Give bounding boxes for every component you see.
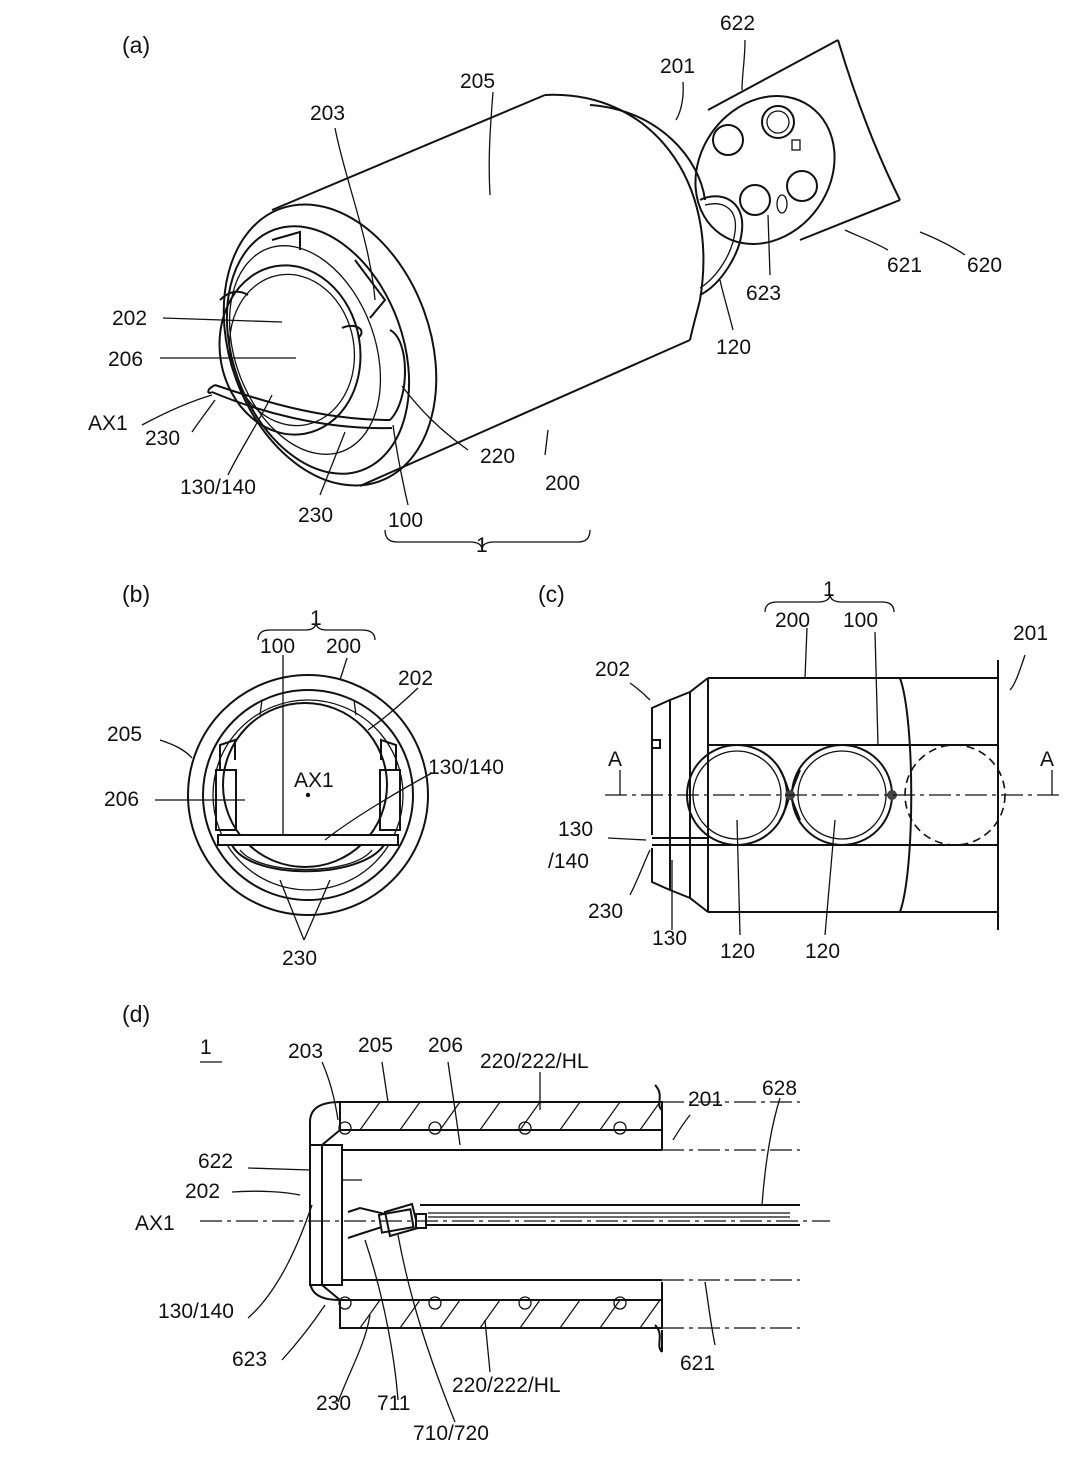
cap-body-a [186,95,742,516]
label-a-200: 200 [545,472,580,495]
panel-c: (c) [538,578,1060,963]
panel-b: (b) 1 [104,581,504,970]
label-c-230: 230 [588,900,623,923]
label-d-130-140: 130/140 [158,1300,234,1323]
label-c-200: 200 [775,609,810,632]
label-a-220: 220 [480,445,515,468]
label-a-230-bottom: 230 [298,504,333,527]
label-a-201: 201 [660,55,695,78]
label-a-205: 205 [460,70,495,93]
label-d-710-720: 710/720 [413,1422,489,1445]
label-a-206: 206 [108,348,143,371]
panel-c-label: (c) [538,581,565,607]
label-c-a-right: A [1040,748,1054,771]
label-a-120: 120 [716,336,751,359]
label-d-220-top: 220/222/HL [480,1050,589,1073]
label-a-203: 203 [310,102,345,125]
label-c-202: 202 [595,658,630,681]
panel-b-label: (b) [122,581,150,607]
label-a-621: 621 [887,254,922,277]
label-a-622: 622 [720,12,755,35]
label-c-1: 1 [823,578,835,601]
label-b-ax1: AX1 [294,769,334,792]
panel-a-label: (a) [122,32,150,58]
label-a-202: 202 [112,307,147,330]
label-b-206: 206 [104,788,139,811]
label-d-ax1: AX1 [135,1212,175,1235]
label-d-623: 623 [232,1348,267,1371]
label-d-205: 205 [358,1034,393,1057]
label-d-230: 230 [316,1392,351,1415]
label-c-120-right: 120 [805,940,840,963]
label-d-203: 203 [288,1040,323,1063]
panel-d: (d) [122,1001,830,1445]
label-b-1: 1 [310,607,322,630]
label-d-628: 628 [762,1077,797,1100]
label-d-206: 206 [428,1034,463,1057]
label-a-130-140: 130/140 [180,476,256,499]
label-c-120-left: 120 [720,940,755,963]
label-b-230: 230 [282,947,317,970]
labels-d: 1 203 205 206 220/222/HL 201 628 622 202… [135,1034,797,1445]
label-b-100: 100 [260,635,295,658]
label-a-100: 100 [388,509,423,532]
leaders-c [608,594,1052,935]
cap-section-view [200,1085,830,1352]
label-d-622: 622 [198,1150,233,1173]
label-d-202: 202 [185,1180,220,1203]
label-c-a-left: A [608,748,622,771]
cap-side-view [605,660,1060,930]
label-c-130: 130 [558,818,593,841]
label-b-205: 205 [107,723,142,746]
label-d-220-bottom: 220/222/HL [452,1374,561,1397]
label-a-230-left: 230 [145,427,180,450]
label-c-100: 100 [843,609,878,632]
label-a-620: 620 [967,254,1002,277]
panel-a: (a) [88,12,1002,557]
label-c-130-bottom: 130 [652,927,687,950]
label-d-621: 621 [680,1352,715,1375]
labels-c: 1 200 100 201 202 A A 130 /140 230 130 1… [548,578,1054,963]
label-d-201: 201 [688,1088,723,1111]
label-c-140: /140 [548,850,589,873]
label-d-1: 1 [200,1036,212,1059]
label-c-201: 201 [1013,622,1048,645]
label-d-711: 711 [377,1392,410,1415]
label-a-623: 623 [746,282,781,305]
label-a-ax1: AX1 [88,412,128,435]
label-b-202: 202 [398,667,433,690]
label-b-200: 200 [326,635,361,658]
label-b-130-140: 130/140 [428,756,504,779]
panel-d-label: (d) [122,1001,150,1027]
label-a-1: 1 [476,534,488,557]
